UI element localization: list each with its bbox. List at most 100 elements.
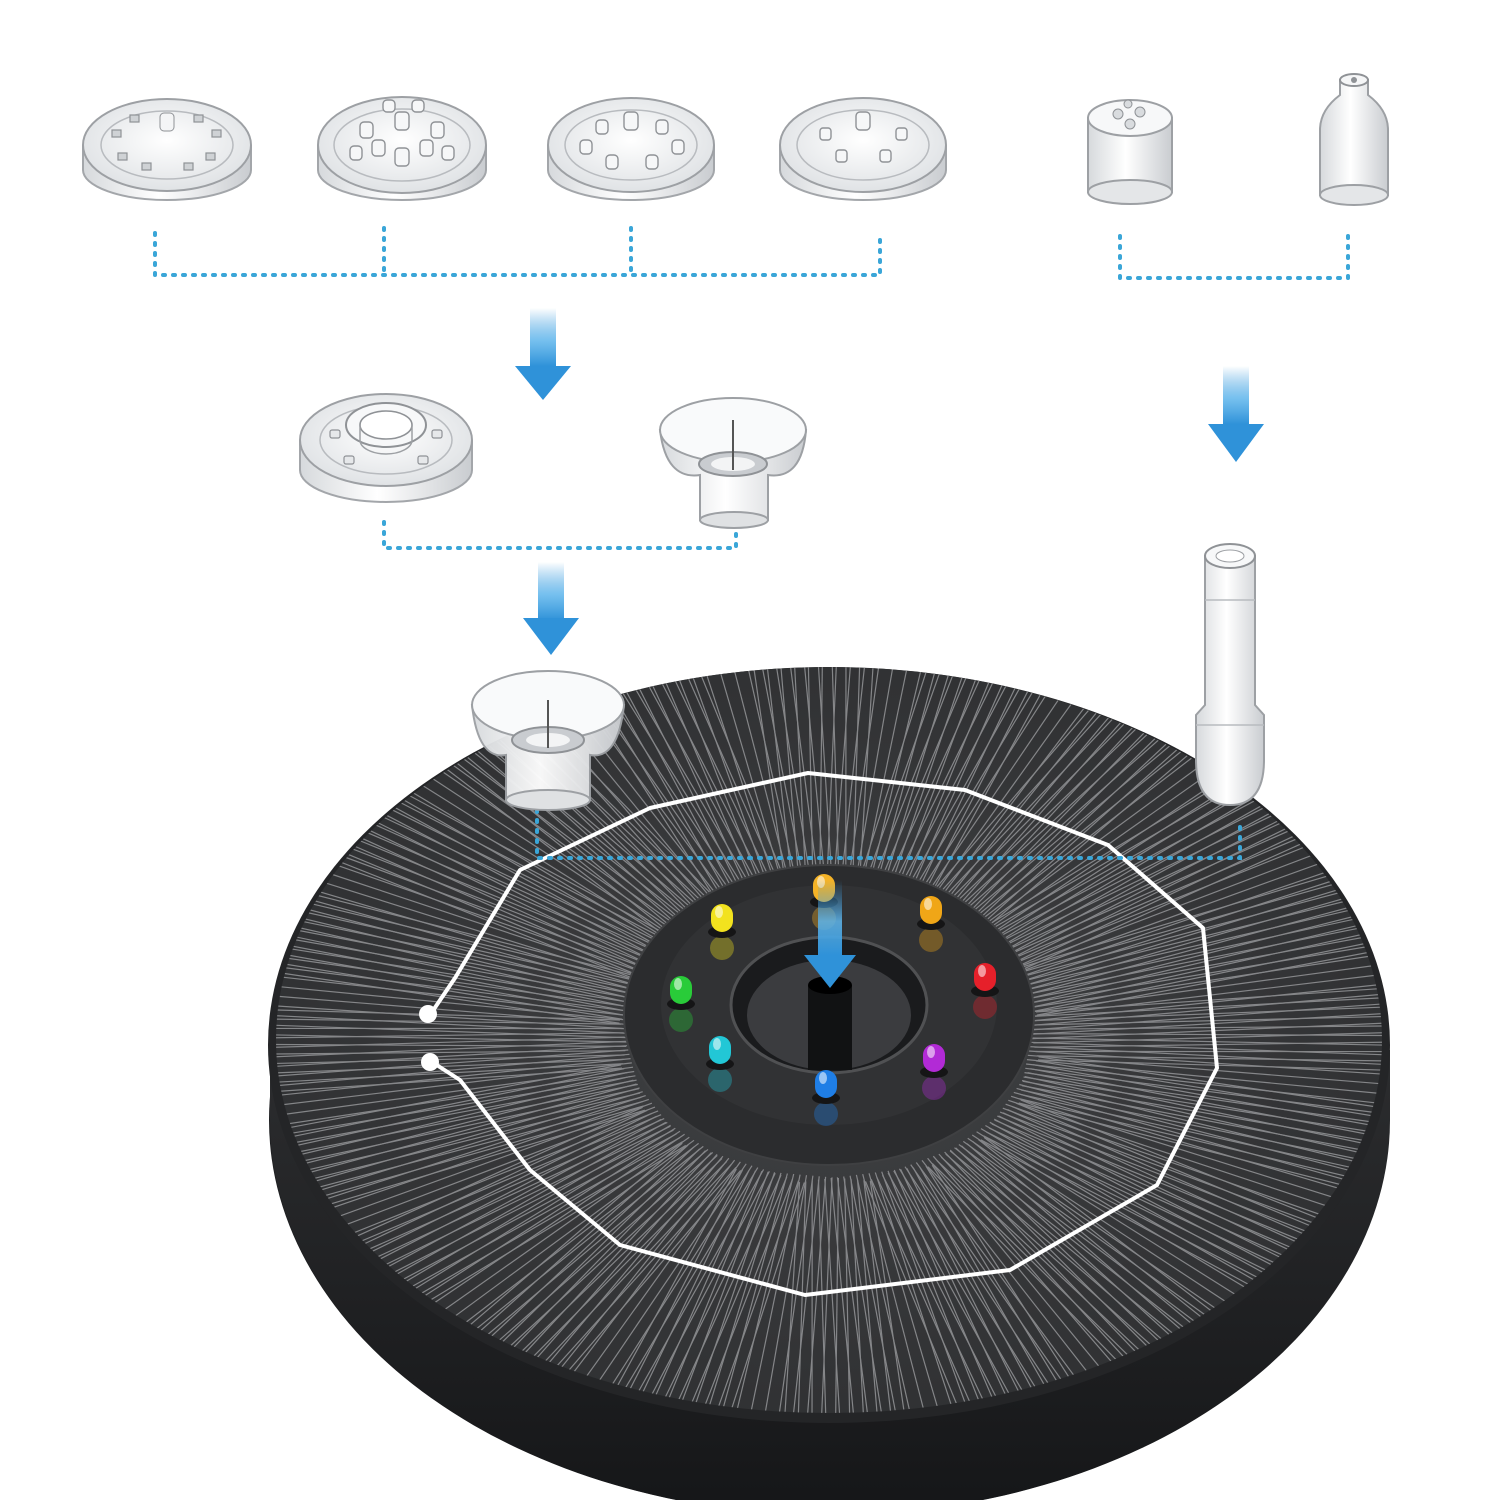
cell-line [1038, 1056, 1382, 1120]
cell-line [276, 863, 648, 985]
trace-terminal-dots [419, 1005, 439, 1071]
cell-line [803, 1176, 827, 1413]
dotted-bracket-jets [1118, 234, 1350, 280]
nozzle-disc-fan [779, 97, 947, 201]
cell-line [383, 745, 687, 946]
arrow-down-center [804, 880, 856, 988]
cell-line [276, 1050, 626, 1056]
cell-line [959, 722, 1239, 938]
cell-line [1032, 1024, 1382, 1030]
cell-line [276, 1022, 628, 1039]
cell-line [394, 738, 691, 943]
cell-line [1022, 935, 1382, 1005]
cell-line [276, 1063, 623, 1088]
cell-line [1009, 851, 1382, 982]
cell-line [1032, 1019, 1382, 1040]
nozzle-disc-spray [547, 97, 715, 201]
led-cyan [706, 1036, 734, 1092]
nozzle-disc-multi-jet [317, 96, 487, 201]
cell-line [276, 1043, 627, 1048]
cell-line [276, 1032, 627, 1043]
solar-trace-outline [430, 771, 1219, 1297]
cell-line [303, 1114, 662, 1266]
cell-line [1024, 956, 1382, 1014]
cell-line [967, 1137, 1264, 1342]
cell-line [1031, 1032, 1382, 1037]
cell-line [276, 1066, 634, 1124]
cell-line [1005, 842, 1378, 978]
cell-line [858, 667, 961, 900]
cell-line [1029, 998, 1382, 1031]
cell-line [1010, 1095, 1382, 1217]
cell-line [1035, 1060, 1382, 1130]
cell-line [1008, 1099, 1382, 1227]
cell-line [276, 979, 632, 1021]
nozzle-cylinder-jet [1087, 99, 1173, 205]
cell-line [787, 1176, 820, 1413]
cell-line [1027, 1054, 1382, 1090]
cell-line [1025, 1067, 1382, 1122]
arrow-down-right [1208, 366, 1264, 462]
cell-line [1023, 945, 1382, 1010]
cell-line [850, 1179, 867, 1413]
cell-line [1024, 1072, 1382, 1132]
cell-line [1035, 992, 1382, 1017]
cell-line [1002, 1107, 1373, 1246]
cell-line [288, 1106, 656, 1248]
cell-line [1026, 1059, 1382, 1101]
cell-line [276, 1040, 626, 1061]
cell-line [276, 1062, 632, 1113]
cell-line [843, 1176, 890, 1413]
arrow-down-left-top [515, 308, 571, 400]
cell-line [276, 1058, 631, 1103]
cell-line [397, 1136, 690, 1344]
cell-line [385, 1133, 685, 1336]
cell-line [1016, 1087, 1382, 1198]
cell-line [1019, 1083, 1382, 1188]
cell-line [276, 1091, 643, 1210]
cell-line [996, 814, 1355, 966]
extension-tube [1195, 543, 1265, 807]
cell-line [276, 1049, 629, 1082]
cell-line [276, 873, 645, 989]
cell-line [276, 1054, 625, 1066]
cell-line [276, 1053, 630, 1092]
nozzle-cone-jet [1319, 73, 1389, 206]
cell-line [1033, 1030, 1382, 1044]
led-ring [667, 874, 999, 1126]
cell-line [419, 1142, 699, 1358]
cell-line [408, 1139, 695, 1351]
dotted-bracket-base [535, 798, 1242, 860]
cell-line [276, 1017, 622, 1025]
led-red [971, 963, 999, 1019]
led-blue [812, 1070, 840, 1126]
cell-line [1028, 1050, 1382, 1079]
cell-line [795, 1181, 807, 1413]
led-amber-right [917, 896, 945, 952]
cell-line [831, 667, 855, 904]
cell-line [836, 1177, 875, 1413]
cell-line [817, 1179, 828, 1413]
cell-line [1031, 1037, 1382, 1048]
cell-line [834, 1177, 839, 1413]
adapter-disc-base [299, 393, 473, 503]
cell-line [819, 667, 824, 903]
pump-hub [623, 864, 1035, 1166]
cell-line [1015, 870, 1382, 989]
arrow-down-left-middle [523, 562, 579, 655]
dotted-bracket-discs [153, 226, 882, 277]
cell-line [276, 1032, 624, 1040]
cell-line [276, 1011, 629, 1034]
cell-line [744, 667, 789, 900]
cell-line [1028, 988, 1382, 1027]
cell-line [976, 1131, 1286, 1327]
cell-line [278, 844, 653, 977]
cell-line [853, 667, 947, 898]
cell-line [1005, 1103, 1380, 1236]
cell-line [1034, 1003, 1382, 1022]
cell-line [711, 1182, 805, 1413]
cell-line [276, 1079, 637, 1156]
cell-line [1026, 967, 1382, 1018]
cell-line [838, 667, 871, 904]
